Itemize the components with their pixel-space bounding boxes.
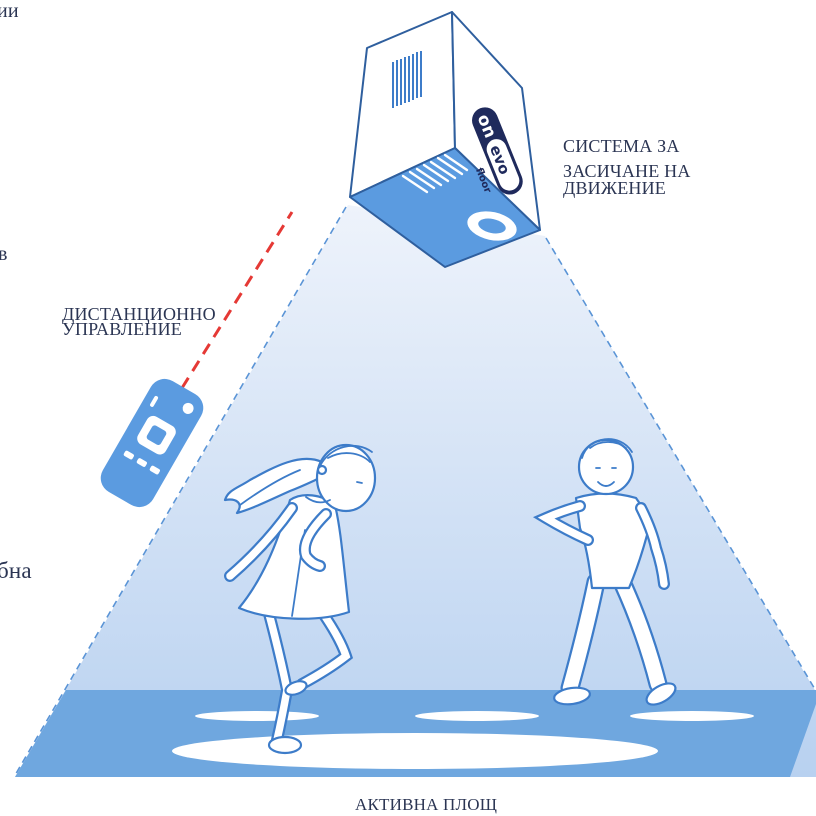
- boy-shoe: [553, 686, 591, 706]
- projector-side-vent: [392, 51, 422, 108]
- floor-spot: [415, 711, 539, 721]
- girl-collar: [305, 496, 331, 504]
- active-area-label: АКТИВНА ПЛОЩ: [355, 795, 498, 814]
- boy-smile: [597, 481, 615, 487]
- remote-button: [149, 465, 160, 475]
- remote-side-bar: [150, 395, 159, 407]
- motion-sensor-projector: on evo floor: [349, 11, 541, 268]
- motion-system-label-line3: ДВИЖЕНИЕ: [563, 178, 666, 198]
- girl-shoe: [284, 680, 308, 696]
- remote-power-button: [182, 402, 194, 414]
- boy-left-arm: [532, 500, 594, 546]
- floor-spot-large: [172, 733, 658, 769]
- floor-spot: [630, 711, 754, 721]
- motion-system-label-line2: ЗАСИЧАНЕ НА: [563, 161, 691, 181]
- girl-shoe: [267, 735, 303, 755]
- floor-spot: [195, 711, 319, 721]
- remote-button: [136, 458, 147, 467]
- cone-left-edge: [13, 206, 347, 778]
- girl-right-leg: [296, 606, 354, 690]
- motion-system-label-line1: СИСТЕМА ЗА: [563, 136, 680, 156]
- cut-off-text-top: ии: [0, 0, 19, 22]
- girl-right-arm: [299, 508, 332, 572]
- remote-signal-beam: [180, 211, 294, 389]
- girl-head: [315, 443, 377, 513]
- remote-button: [123, 450, 134, 460]
- remote-label-line1: ДИСТАНЦИОННО: [62, 304, 216, 324]
- boy-right-arm: [635, 502, 670, 590]
- projection-light-cone: [15, 205, 816, 777]
- projector-lens: [467, 211, 517, 241]
- logo-pill: [486, 139, 520, 191]
- cut-off-text-bottom: бна: [0, 558, 32, 583]
- projector-bottom-vent: [401, 153, 469, 194]
- girl-left-arm: [224, 502, 298, 582]
- girl-figure: [223, 443, 377, 755]
- boy-hair: [581, 438, 633, 459]
- remote-label-line2: УПРАВЛЕНИЕ: [62, 319, 182, 339]
- girl-hair-tie: [316, 464, 328, 476]
- remote-dpad-center: [146, 425, 167, 446]
- active-floor-area: [15, 690, 816, 777]
- remote-control-icon: [100, 378, 204, 508]
- boy-left-leg: [560, 572, 606, 698]
- girl-ponytail-strand: [239, 469, 301, 506]
- cut-off-text-middle: в: [0, 243, 8, 265]
- boy-figure: [532, 438, 677, 706]
- onevo-logo: on evo floor: [472, 107, 523, 195]
- boy-shoe: [645, 682, 677, 706]
- girl-hair: [319, 444, 373, 467]
- boy-right-leg: [612, 572, 668, 694]
- cone-right-edge: [545, 237, 816, 692]
- girl-eye: [356, 481, 363, 484]
